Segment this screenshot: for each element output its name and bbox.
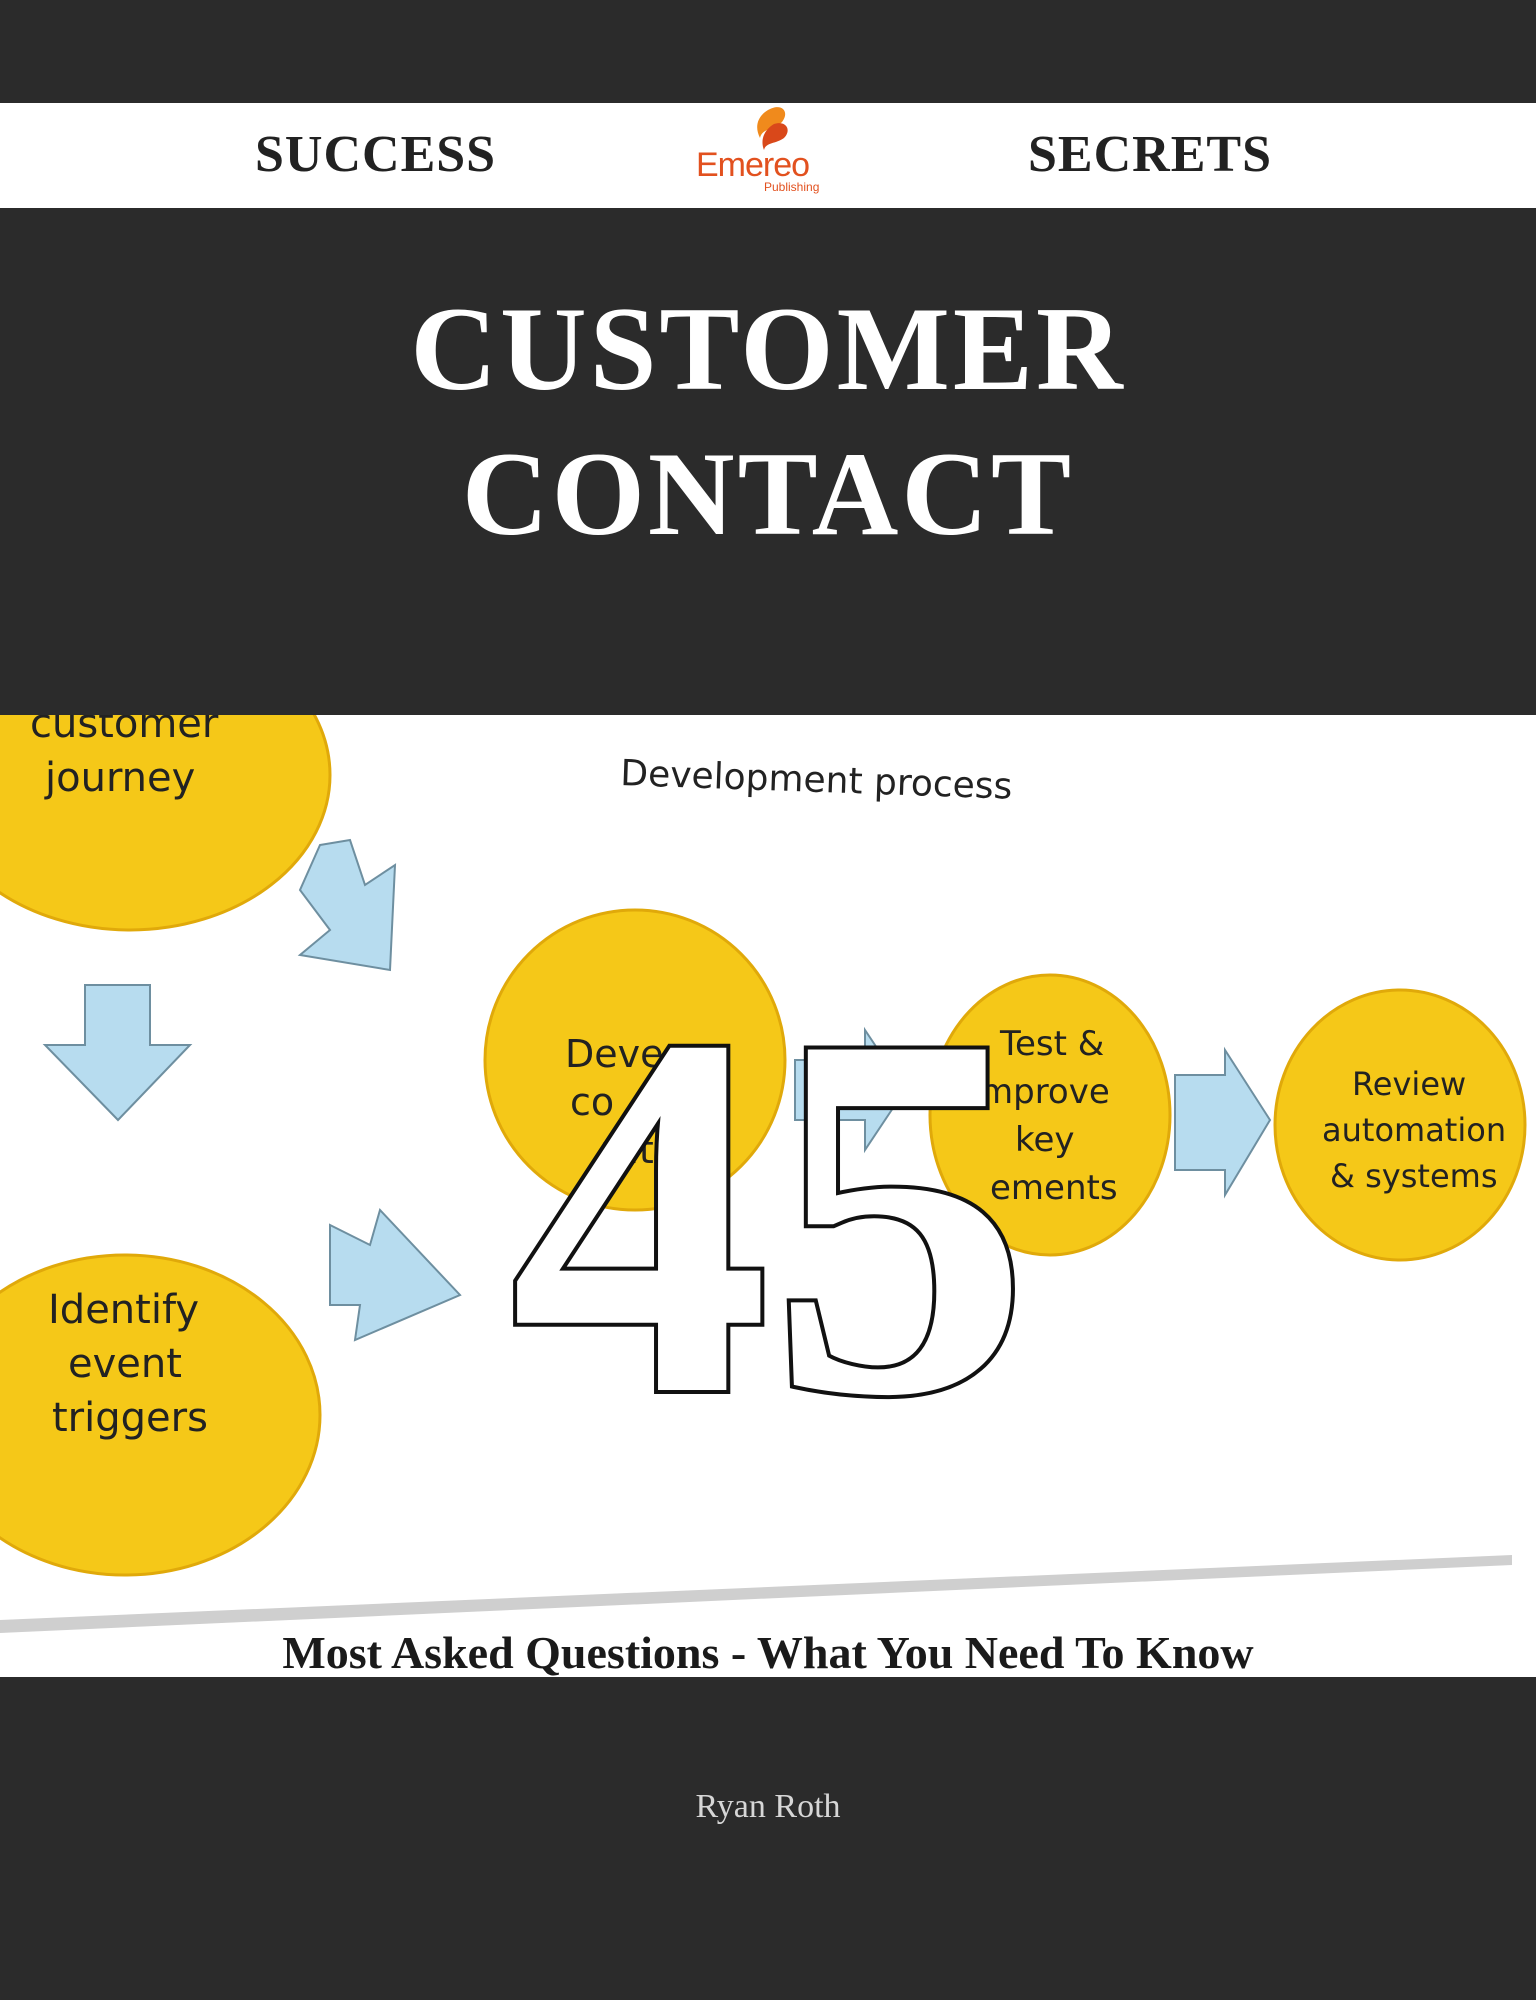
series-label-left: SUCCESS <box>255 126 497 183</box>
author-name: Ryan Roth <box>695 1788 841 1825</box>
circle-bottom-left-line-2: event <box>68 1341 182 1387</box>
circle-develop <box>483 908 787 1212</box>
circle-test-improve <box>928 973 1172 1257</box>
circle-test-line-4: ements <box>990 1168 1118 1208</box>
circle-customer-journey <box>0 715 332 932</box>
book-title-line-1: CUSTOMER <box>410 282 1126 415</box>
circle-center-line-3: rat <box>600 1128 654 1172</box>
photo-edge-shadow <box>0 1555 1512 1633</box>
circle-center-line-2: co <box>570 1080 614 1124</box>
outlined-number: 45 <box>506 924 1034 1430</box>
circle-center-line-1: Deve <box>565 1032 664 1076</box>
circle-review <box>1273 988 1527 1262</box>
arrow-right-icon <box>794 1026 907 1154</box>
book-subtitle: Most Asked Questions - What You Need To … <box>282 1627 1254 1678</box>
circle-review-line-2: automation <box>1322 1111 1506 1149</box>
series-label-right: SECRETS <box>1028 126 1272 183</box>
circle-test-line-3: key <box>1015 1120 1075 1160</box>
process-diagram: Development process customer journey Ide… <box>0 715 1536 1677</box>
circle-bottom-left-line-3: triggers <box>52 1395 208 1441</box>
circle-bottom-left-line-1: Identify <box>48 1287 199 1333</box>
question-count: 45 <box>490 900 1050 1430</box>
arrow-right-icon <box>1174 1046 1272 1199</box>
arrow-down-icon <box>42 984 193 1122</box>
circle-top-left-line-1: customer <box>30 715 219 747</box>
arrow-diagonal-down-icon <box>297 838 397 972</box>
book-title-line-2: CONTACT <box>461 427 1075 560</box>
diagram-heading: Development process <box>620 753 1013 808</box>
arrow-diagonal-up-icon <box>329 1208 462 1342</box>
logo-subtext: Publishing <box>764 180 820 194</box>
circle-test-line-1: Test & <box>999 1024 1104 1064</box>
circle-test-line-2: mprove <box>980 1072 1110 1112</box>
circle-review-line-1: Review <box>1352 1065 1466 1103</box>
flame-icon <box>757 107 788 150</box>
number-45: 45 <box>510 928 1030 1430</box>
cover-photo: Development process customer journey Ide… <box>0 715 1536 1677</box>
logo-wordmark: Emereo <box>696 146 810 184</box>
circle-top-left-line-2: journey <box>44 755 195 801</box>
circle-review-line-3: & systems <box>1330 1157 1497 1195</box>
circle-identify-triggers <box>0 1253 322 1577</box>
publisher-logo: Emereo Publishing <box>690 102 860 198</box>
